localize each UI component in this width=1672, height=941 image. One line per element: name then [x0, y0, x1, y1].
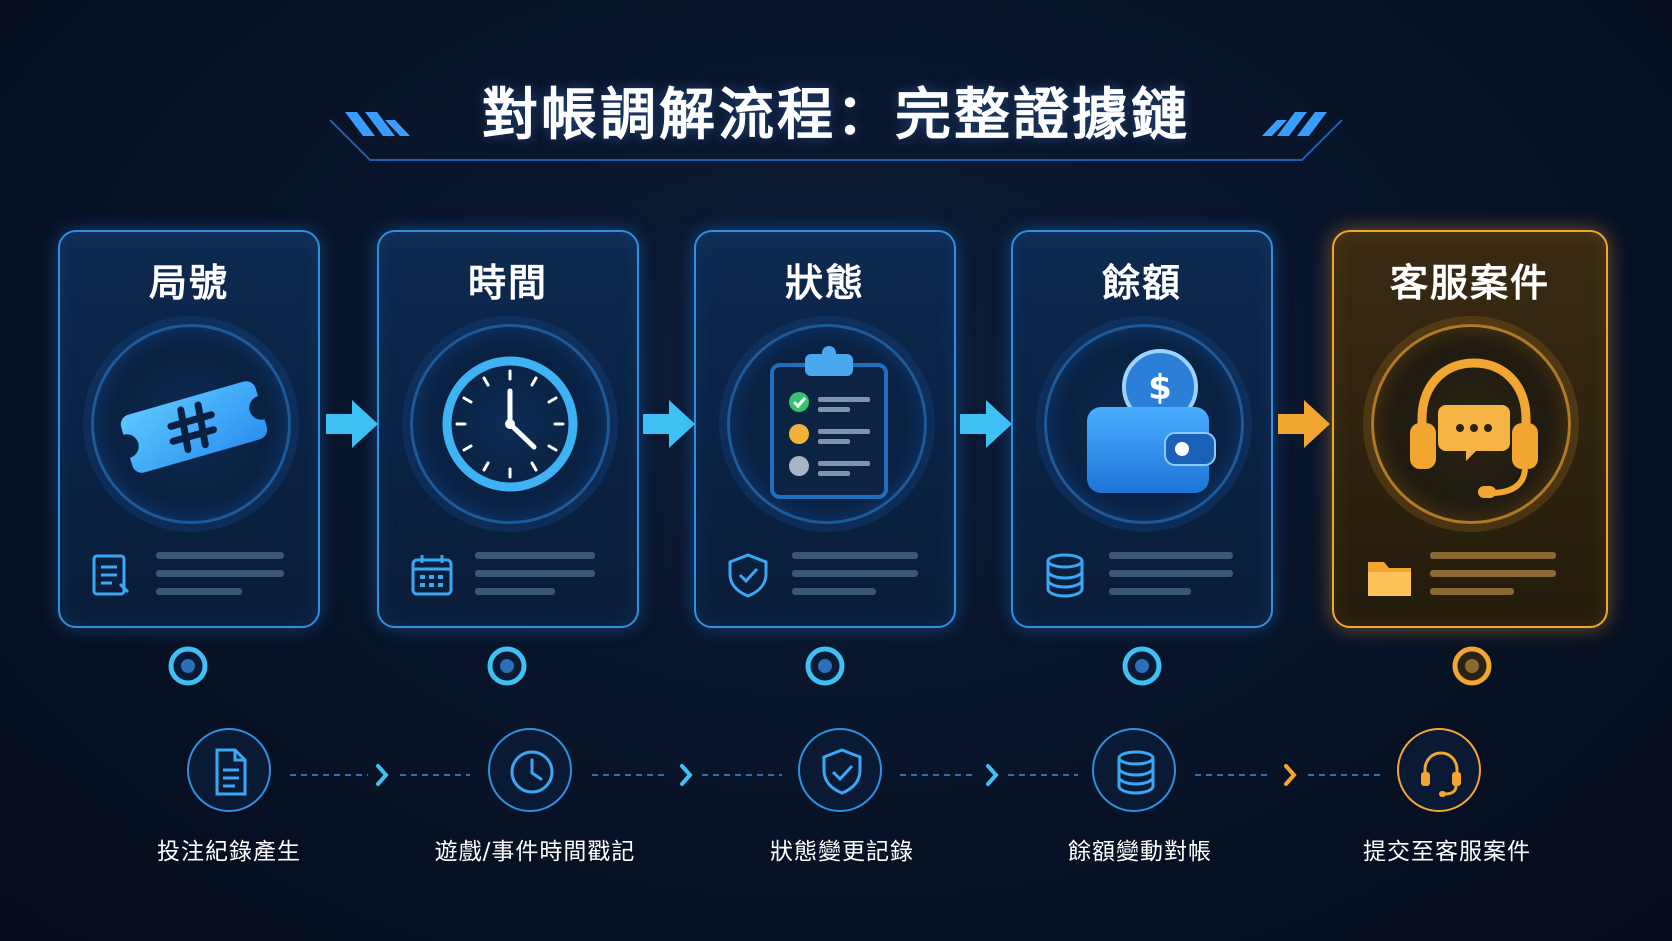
arrow-right-icon	[326, 400, 378, 448]
card-title: 時間	[467, 261, 548, 305]
clock-icon	[510, 750, 554, 794]
timeline-node	[805, 646, 845, 686]
svg-text:$: $	[1148, 368, 1172, 408]
arrow-right-icon	[1278, 400, 1330, 448]
clipboard-checklist-icon	[770, 346, 888, 499]
card-title: 客服案件	[1389, 261, 1550, 305]
step-circle	[798, 728, 882, 812]
timeline-node	[1122, 646, 1162, 686]
card-icon-circle	[410, 324, 610, 524]
step-label: 遊戲/事件時間戳記	[434, 839, 636, 865]
step-circle	[1092, 728, 1176, 812]
card-title: 狀態	[784, 261, 865, 305]
timeline-node	[1452, 646, 1492, 686]
calendar-icon	[411, 555, 453, 596]
card-icon-circle	[91, 324, 291, 524]
timeline-node	[168, 646, 208, 686]
card-status: 狀態	[694, 230, 956, 628]
headset-icon	[1421, 751, 1461, 797]
shield-check-icon	[728, 553, 768, 598]
placeholder-lines	[792, 552, 918, 595]
clock-icon	[442, 356, 578, 492]
database-icon	[1046, 553, 1084, 598]
placeholder-lines	[156, 552, 284, 595]
shield-check-icon	[822, 748, 862, 795]
step-label: 狀態變更記錄	[770, 839, 914, 865]
card-icon-circle	[727, 324, 927, 524]
step-label: 投注紀錄產生	[157, 839, 301, 865]
chevron-right-icon	[680, 764, 693, 786]
step-label: 餘額變動對帳	[1068, 839, 1212, 865]
step-label: 提交至客服案件	[1363, 839, 1531, 865]
card-game-id: 局號	[58, 230, 320, 628]
wallet-coin-icon: $	[1087, 349, 1216, 493]
card-icon-circle	[1371, 324, 1571, 524]
arrow-right-icon	[643, 400, 695, 448]
folder-icon	[1368, 562, 1411, 596]
headset-chat-icon	[1410, 358, 1538, 498]
page-title: 對帳調解流程：完整證據鏈	[482, 83, 1190, 148]
database-icon	[1117, 750, 1155, 795]
step-circle	[488, 728, 572, 812]
card-title: 餘額	[1101, 261, 1182, 305]
card-title: 局號	[148, 261, 229, 305]
document-icon	[215, 748, 247, 796]
placeholder-lines	[1109, 552, 1233, 595]
header-decoration	[60, 112, 1612, 161]
chevron-right-icon	[376, 764, 389, 786]
step-circle	[1397, 728, 1481, 812]
card-time: 時間	[377, 230, 639, 628]
step-circle	[187, 728, 271, 812]
placeholder-lines	[475, 552, 595, 595]
card-icon-circle: $	[1044, 324, 1244, 524]
chevron-right-icon	[986, 764, 999, 786]
chevron-right-icon	[1284, 764, 1297, 786]
placeholder-lines	[1430, 552, 1556, 595]
ticket-hash-icon	[120, 381, 268, 473]
timeline-node	[487, 646, 527, 686]
arrow-right-icon	[960, 400, 1012, 448]
card-support-case: 客服案件	[1332, 230, 1608, 628]
card-balance: 餘額 $	[1011, 230, 1273, 628]
document-icon	[92, 554, 130, 596]
